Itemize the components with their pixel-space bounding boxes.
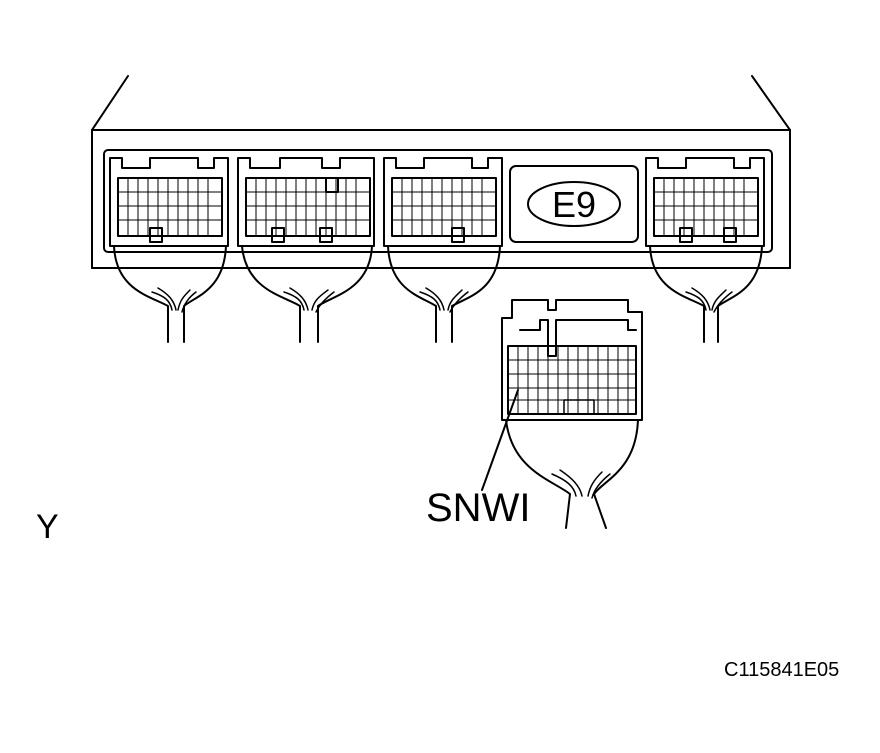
harness-3 xyxy=(387,245,501,343)
connector-code-label: SNWI xyxy=(426,486,531,530)
harness-detached xyxy=(505,419,639,529)
ecu-connector-4 xyxy=(645,157,765,247)
ecu-connector-1 xyxy=(109,157,229,247)
harness-2 xyxy=(241,245,373,343)
ecu-label: E9 xyxy=(552,184,596,225)
ecu-connector-2 xyxy=(237,157,375,247)
harness-1 xyxy=(113,245,227,343)
harness-4 xyxy=(649,245,763,343)
ecu-e9-plate: E9 xyxy=(509,165,639,243)
ecu-connector-3 xyxy=(383,157,503,247)
ecu-body xyxy=(91,75,791,269)
view-letter-label: Y xyxy=(36,508,59,546)
figure-id-label: C115841E05 xyxy=(724,659,840,681)
snwi-leader-line xyxy=(481,389,519,491)
detached-connector xyxy=(501,299,643,421)
